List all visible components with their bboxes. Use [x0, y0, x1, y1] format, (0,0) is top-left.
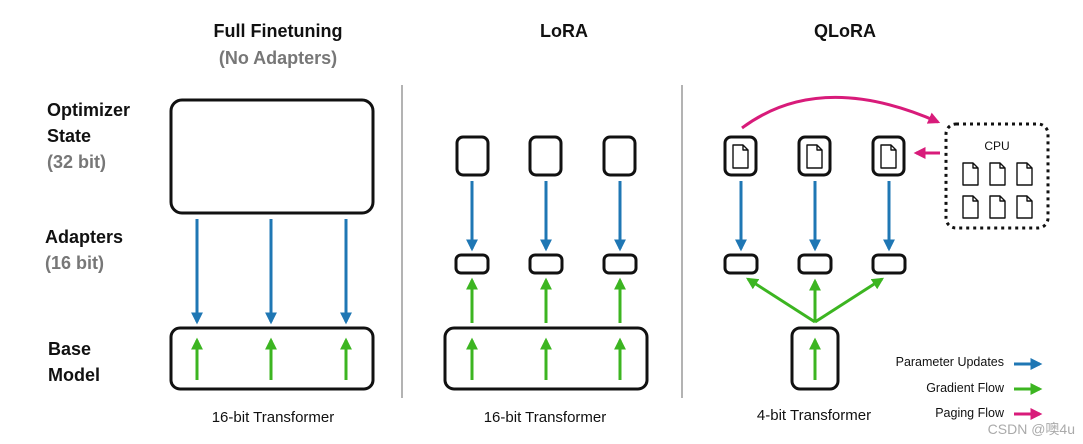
row-label-optimizer-state: Optimizer State (32 bit)	[47, 97, 130, 175]
lora-adapter-box-1	[454, 253, 490, 275]
page-icon	[989, 195, 1006, 219]
page-icon	[989, 162, 1006, 186]
page-icon	[880, 144, 897, 169]
page-icon	[1016, 195, 1033, 219]
cpu-label: CPU	[984, 139, 1009, 153]
legend-label-parameter-updates: Parameter Updates	[895, 355, 1004, 369]
row-label-adapters-line1: Adapters	[45, 227, 124, 247]
legend-label-paging-flow: Paging Flow	[935, 406, 1004, 420]
lora-gradient-arrows	[466, 277, 626, 380]
qlora-gradient-arrows	[745, 277, 885, 380]
subtitle-no-adapters: (No Adapters)	[218, 48, 338, 68]
cpu-page-icons	[962, 162, 1033, 219]
paging-arrow-to-cpu	[741, 95, 941, 130]
full-gradient-arrows	[191, 337, 352, 380]
lora-optimizer-box-1	[455, 135, 490, 177]
full-optimizer-state-box	[169, 98, 375, 215]
row-label-base-line1: Base	[48, 339, 92, 359]
lora-parameter-update-arrows	[466, 181, 626, 252]
row-label-optimizer-line2: State	[47, 126, 92, 146]
row-label-optimizer-line1: Optimizer	[47, 100, 131, 120]
lora-optimizer-box-3	[602, 135, 637, 177]
qlora-optimizer-box-2	[797, 135, 832, 177]
full-parameter-update-arrows	[191, 219, 352, 325]
qlora-gradient-arrow-right	[814, 277, 885, 324]
qlora-adapter-box-3	[871, 253, 907, 275]
qlora-adapter-box-2	[797, 253, 833, 275]
title-qlora: QLoRA	[814, 21, 876, 41]
caption-qlora: 4-bit Transformer	[756, 407, 872, 424]
watermark: CSDN @噢4u	[987, 421, 1075, 437]
title-lora: LoRA	[540, 21, 588, 41]
page-icon	[732, 144, 749, 169]
row-label-adapters: Adapters (16 bit)	[45, 224, 123, 276]
page-icon	[806, 144, 823, 169]
lora-adapter-box-3	[602, 253, 638, 275]
row-label-base-line2: Model	[48, 365, 100, 385]
page-icon	[1016, 162, 1033, 186]
qlora-base-model-box	[790, 326, 840, 391]
qlora-optimizer-box-3	[871, 135, 906, 177]
full-base-model-box	[169, 326, 375, 391]
row-label-optimizer-bits: (32 bit)	[47, 152, 107, 172]
caption-lora: 16-bit Transformer	[483, 409, 607, 426]
row-label-adapters-bits: (16 bit)	[45, 253, 105, 273]
page-icon	[962, 162, 979, 186]
qlora-adapter-box-1	[723, 253, 759, 275]
page-icon	[962, 195, 979, 219]
qlora-optimizer-box-1	[723, 135, 758, 177]
lora-base-model-box	[443, 326, 649, 391]
lora-adapter-box-2	[528, 253, 564, 275]
row-label-base-model: Base Model	[48, 336, 100, 388]
cpu-box	[944, 122, 1050, 230]
legend-label-gradient-flow: Gradient Flow	[926, 381, 1004, 395]
qlora-gradient-arrow-left	[745, 277, 816, 324]
caption-full-finetuning: 16-bit Transformer	[211, 409, 335, 426]
lora-optimizer-box-2	[528, 135, 563, 177]
qlora-parameter-update-arrows	[735, 181, 895, 252]
title-full-finetuning: Full Finetuning	[213, 21, 343, 41]
